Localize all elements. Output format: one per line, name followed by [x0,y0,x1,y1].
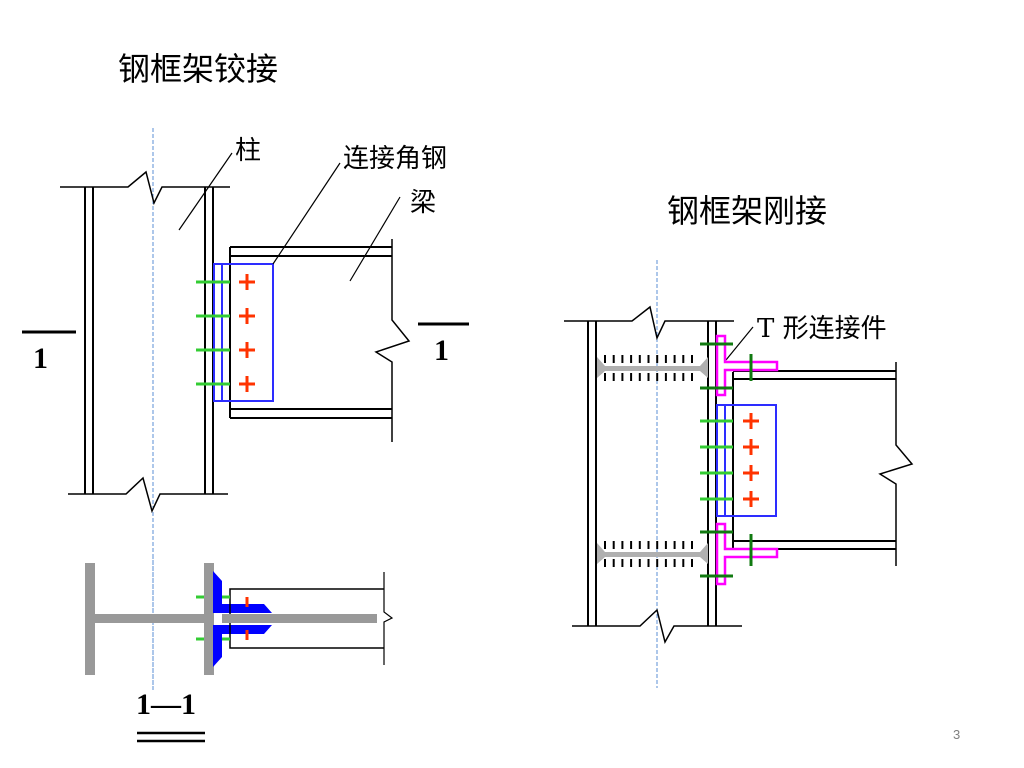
page-number: 3 [953,727,961,742]
t-connector-bolts [700,342,753,578]
section-view-label: 1—1 [136,688,196,721]
beam-web-section [222,614,377,623]
t-connector-leader [725,326,754,361]
angle-bottom-section [213,625,272,667]
angle-leader [272,162,341,265]
rigid-connection-title: 钢框架刚接 [667,192,828,230]
rigid-column-bottom-break [572,608,742,645]
section-1-1 [85,555,394,743]
rigid-elevation [564,260,914,688]
column-flange-right-section [204,563,214,675]
column-flange-left-section [85,563,95,675]
column-label: 柱 [235,136,262,166]
angle-top-section [213,571,272,613]
rigid-bolts [700,413,759,507]
rigid-beam-break [878,362,914,566]
column-top-break [60,170,230,206]
beam-break-line [374,239,411,442]
t-connector-label: T 形连接件 [757,314,887,344]
stiffener-bottom [597,541,708,567]
section-mark-left: 1 [33,342,48,375]
column-web-section [95,614,204,623]
beam-section-break [383,572,394,665]
column-bottom-break [68,476,228,514]
connecting-angle [213,263,274,402]
stiffener-top [597,355,708,381]
rigid-column-top-break [564,305,734,341]
connecting-angle-label: 连接角钢 [343,144,448,174]
hinged-connection-title: 钢框架铰接 [118,50,279,88]
rigid-connecting-angle [716,404,777,517]
hinged-elevation [22,128,469,690]
column-leader [178,152,233,231]
hinged-bolts [196,274,255,392]
section-mark-right: 1 [434,334,449,367]
beam-label: 梁 [410,188,437,218]
beam-leader [349,196,401,282]
